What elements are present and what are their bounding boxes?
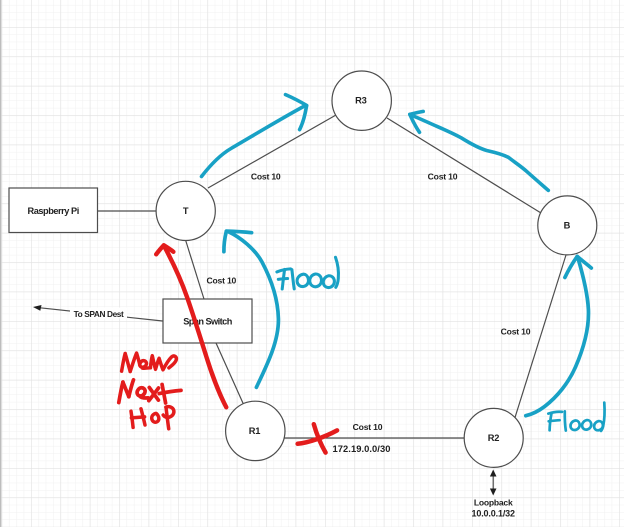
svg-text:Raspberry Pi: Raspberry Pi — [28, 206, 79, 216]
svg-text:R2: R2 — [488, 433, 500, 443]
svg-text:R1: R1 — [249, 426, 261, 436]
svg-text:Cost 10: Cost 10 — [353, 422, 383, 432]
svg-text:B: B — [564, 221, 571, 231]
svg-text:Cost 10: Cost 10 — [206, 275, 236, 285]
svg-text:172.19.0.0/30: 172.19.0.0/30 — [333, 443, 391, 454]
svg-text:Span Switch: Span Switch — [183, 316, 233, 326]
svg-text:R3: R3 — [355, 96, 367, 106]
svg-text:Cost 10: Cost 10 — [501, 327, 531, 337]
svg-text:Cost 10: Cost 10 — [428, 172, 458, 182]
svg-text:Loopback: Loopback — [474, 498, 513, 508]
svg-text:10.0.0.1/32: 10.0.0.1/32 — [472, 509, 516, 519]
svg-text:To SPAN Dest: To SPAN Dest — [74, 309, 124, 319]
svg-text:T: T — [183, 206, 189, 216]
svg-text:Cost 10: Cost 10 — [251, 172, 281, 182]
